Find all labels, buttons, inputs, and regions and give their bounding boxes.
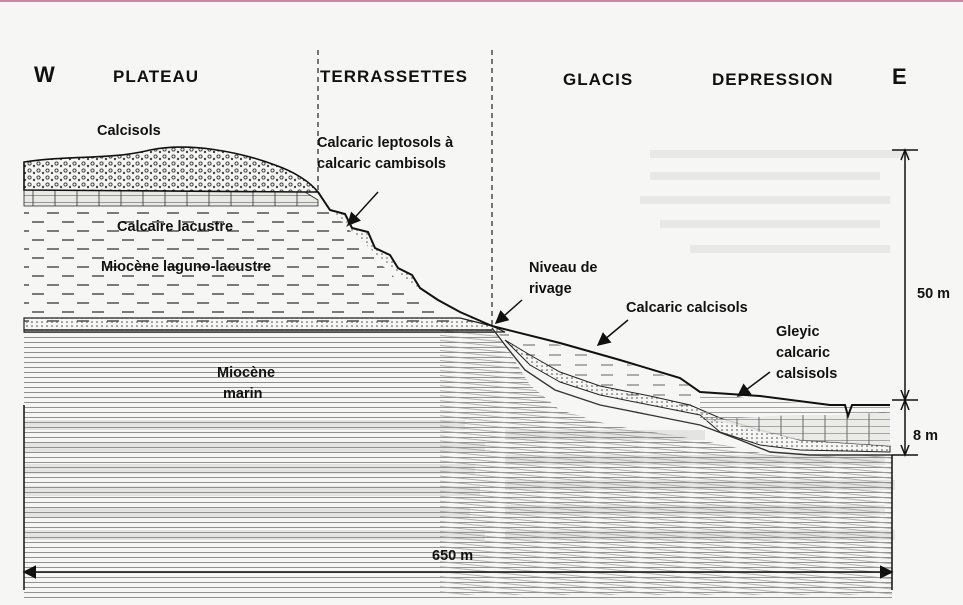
arrow-leptosols — [348, 192, 378, 225]
zone-depression-label: DEPRESSION — [712, 70, 833, 90]
height-lower-label: 8 m — [913, 428, 938, 445]
west-label: W — [34, 62, 55, 87]
arrow-gleyic — [738, 372, 770, 396]
gleyic-label-1: Gleyic — [776, 324, 820, 341]
leptosols-label-2: calcaric cambisols — [317, 156, 446, 173]
arrow-niveau-rivage — [496, 300, 522, 323]
calcaire-lacustre-label: Calcaire lacustre — [117, 219, 233, 236]
miocene-laguno-label: Miocène laguno-lacustre — [101, 259, 271, 276]
miocene-marin-label-1: Miocène — [217, 365, 275, 382]
leptosols-label-1: Calcaric leptosols à — [317, 135, 453, 152]
niveau-rivage-label-2: rivage — [529, 281, 572, 298]
vertical-scale-bar — [892, 150, 918, 455]
calcaric-calcisols-label: Calcaric calcisols — [626, 300, 748, 317]
miocene-marin-label-2: marin — [223, 386, 263, 403]
calcisols-label: Calcisols — [97, 123, 161, 140]
zone-plateau-label: PLATEAU — [113, 67, 199, 87]
east-label: E — [892, 64, 907, 89]
calcisols-layer — [24, 147, 318, 192]
width-scale-label: 650 m — [432, 548, 473, 565]
gleyic-label-3: calsisols — [776, 366, 837, 383]
gleyic-label-2: calcaric — [776, 345, 830, 362]
zone-glacis-label: GLACIS — [563, 70, 633, 90]
height-upper-label: 50 m — [917, 286, 950, 303]
arrow-calcaric-calcisols — [598, 320, 628, 345]
niveau-rivage-label-1: Niveau de — [529, 260, 598, 277]
zone-terrassettes-label: TERRASSETTES — [320, 67, 468, 87]
